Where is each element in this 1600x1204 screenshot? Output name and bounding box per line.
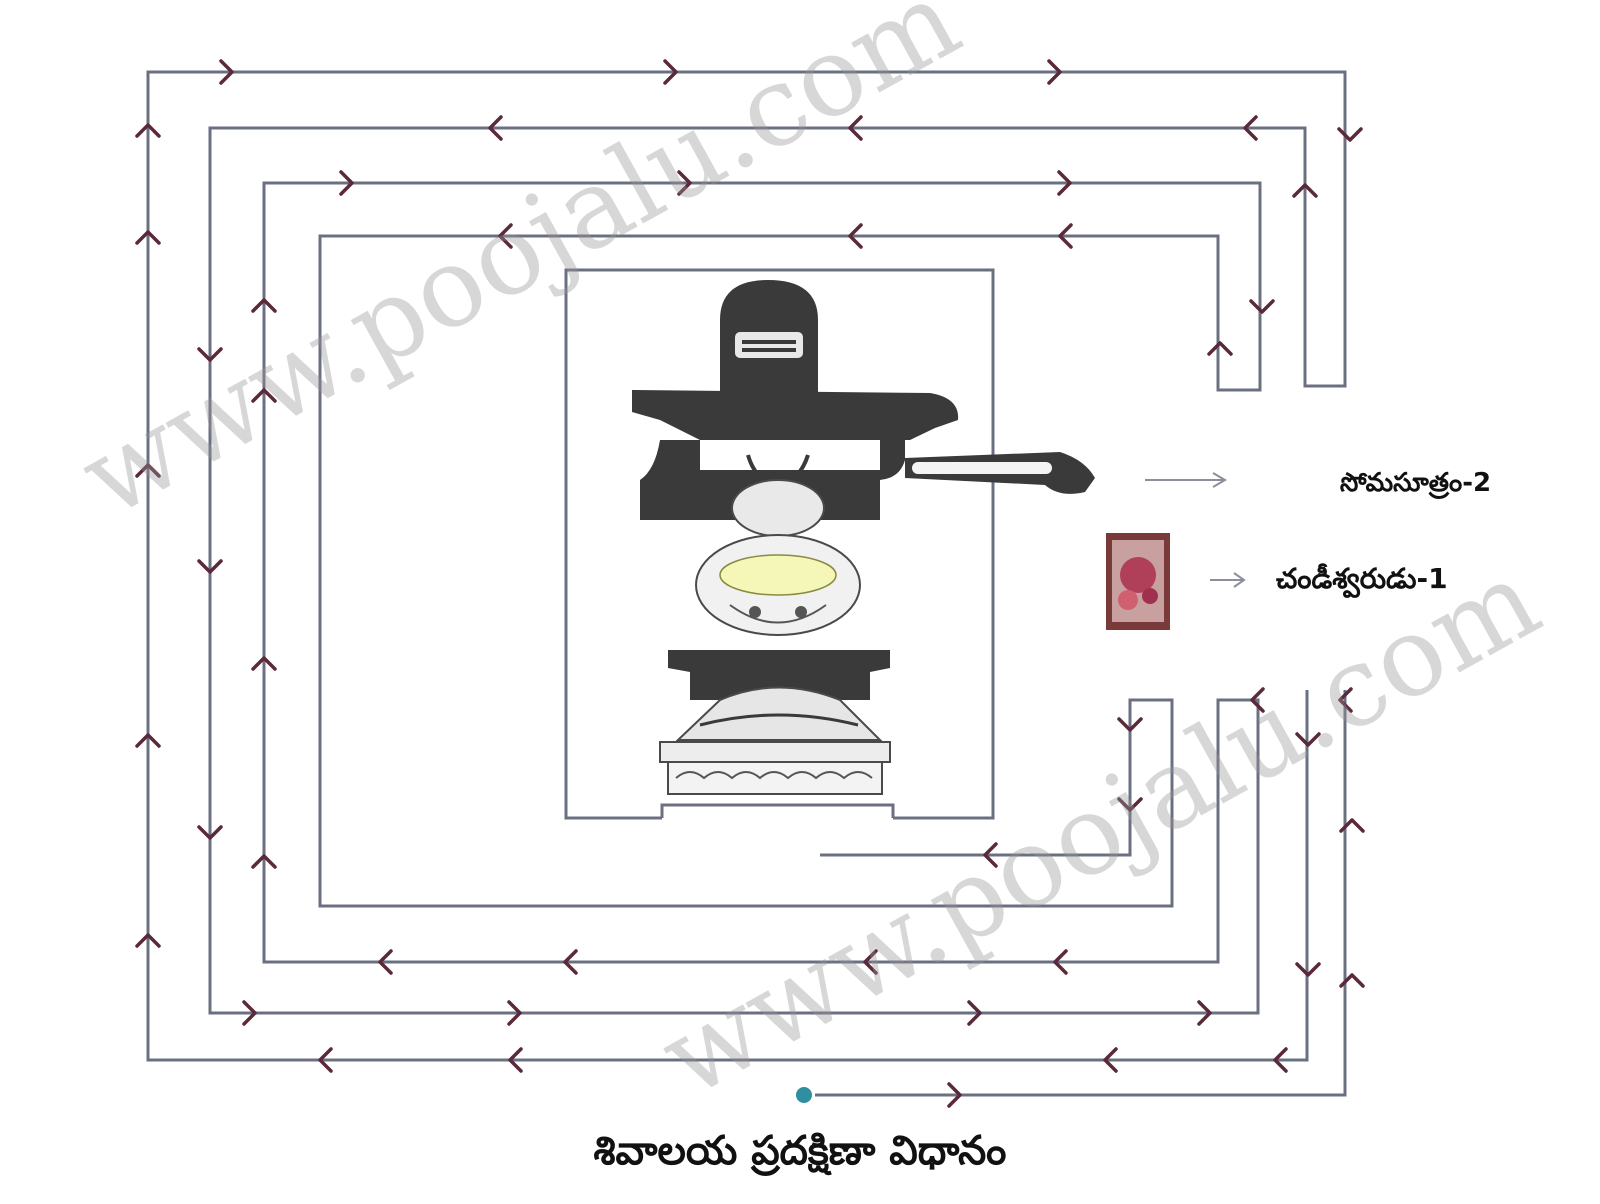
- diagram-title: శివాలయ ప్రదక్షిణా విధానం: [0, 1128, 1600, 1184]
- label-chandeeswarudu: చండీశ్వరుడు-1: [1276, 562, 1448, 602]
- tripundra-mark: [735, 332, 803, 358]
- direction-arrow-icon: [1251, 301, 1273, 312]
- lingam-peetham-top: [632, 390, 958, 440]
- direction-arrow-icon: [1209, 343, 1231, 354]
- start-point-icon: [796, 1087, 812, 1103]
- direction-arrow-icon: [1339, 129, 1361, 140]
- shiva-lingam-icon: [632, 280, 1095, 794]
- chandeeswara-image-icon: [1106, 533, 1170, 630]
- label-soma-sutram: సోమసూత్రం-2: [1340, 468, 1491, 504]
- garbhagriha-wall: [662, 805, 893, 818]
